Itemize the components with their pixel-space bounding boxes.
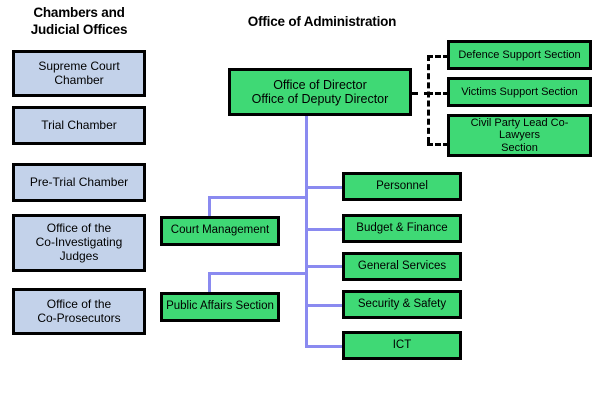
connector-personnel <box>305 186 344 189</box>
node-office-co-investigating-judges[interactable]: Office of the Co-Investigating Judges <box>12 214 146 272</box>
chambers-heading: Chambers and Judicial Offices <box>30 5 128 37</box>
dashed-trunk-connector <box>427 55 430 143</box>
node-budget-finance[interactable]: Budget & Finance <box>342 214 462 243</box>
node-public-affairs-section[interactable]: Public Affairs Section <box>160 292 280 322</box>
node-civil-party-lead-co-lawyers-section[interactable]: Civil Party Lead Co-Lawyers Section <box>447 114 592 157</box>
node-general-services[interactable]: General Services <box>342 252 462 281</box>
dashed-connector-victims-support <box>427 92 449 95</box>
connector-public-affairs-horizontal <box>208 272 308 275</box>
connector-security-safety <box>305 304 344 307</box>
node-personnel[interactable]: Personnel <box>342 172 462 201</box>
connector-budget-finance <box>305 228 344 231</box>
node-victims-support-section[interactable]: Victims Support Section <box>447 77 592 107</box>
main-trunk-connector <box>305 116 308 348</box>
node-office-of-director[interactable]: Office of Director Office of Deputy Dire… <box>228 68 412 116</box>
connector-public-affairs-vertical <box>208 272 211 294</box>
node-defence-support-section[interactable]: Defence Support Section <box>447 40 592 70</box>
connector-general-services <box>305 265 344 268</box>
node-security-safety[interactable]: Security & Safety <box>342 290 462 319</box>
node-court-management[interactable]: Court Management <box>160 216 280 246</box>
node-ict[interactable]: ICT <box>342 331 462 360</box>
connector-ict <box>305 345 344 348</box>
dashed-connector-director <box>412 92 430 95</box>
node-trial-chamber[interactable]: Trial Chamber <box>12 106 146 145</box>
node-office-co-prosecutors[interactable]: Office of the Co-Prosecutors <box>12 288 146 335</box>
administration-heading: Office of Administration <box>247 14 397 29</box>
dashed-connector-defence-support <box>427 55 449 58</box>
dashed-connector-civil-party <box>427 143 449 146</box>
node-pre-trial-chamber[interactable]: Pre-Trial Chamber <box>12 163 146 202</box>
connector-court-management-horizontal <box>208 196 308 199</box>
node-supreme-court-chamber[interactable]: Supreme Court Chamber <box>12 50 146 97</box>
connector-court-management-vertical <box>208 196 211 218</box>
